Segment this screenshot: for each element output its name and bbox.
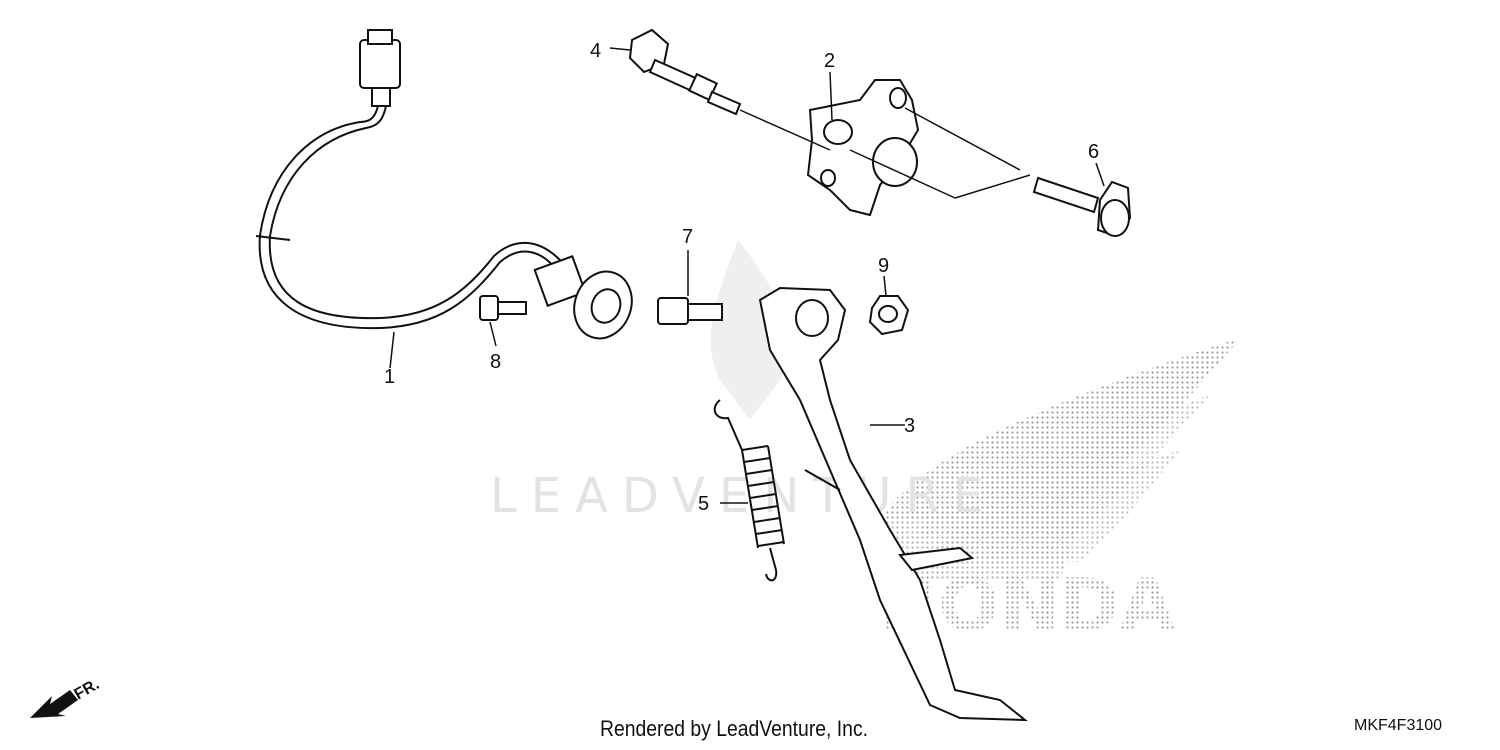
pivot-bolt (628, 28, 742, 116)
diagram-code: MKF4F3100 (1354, 717, 1443, 734)
stand-spring (713, 399, 785, 582)
callout-9: 9 (878, 255, 889, 277)
honda-wing-logo (880, 338, 1240, 580)
side-stand-switch-wire (255, 29, 633, 340)
flange-bolt (1032, 176, 1132, 238)
render-credit: Rendered by LeadVenture, Inc. (600, 716, 869, 741)
callout-2: 2 (824, 50, 835, 72)
switch-bracket (806, 79, 920, 217)
front-direction-arrow-icon (30, 690, 78, 718)
nut (868, 295, 910, 336)
stand-pivot-pin (657, 297, 723, 325)
callout-1: 1 (384, 366, 395, 388)
callout-5: 5 (698, 493, 709, 515)
callout-4: 4 (590, 40, 601, 62)
callout-8: 8 (490, 351, 501, 373)
leadventure-watermark-emblem (710, 240, 789, 420)
side-stand (758, 286, 1028, 722)
callout-7: 7 (682, 226, 693, 248)
leadventure-watermark: LEADVENTURE (490, 468, 997, 524)
callout-6: 6 (1088, 141, 1099, 163)
switch-bolt (479, 295, 527, 321)
leader-lines (389, 47, 1105, 504)
callout-3: 3 (904, 415, 915, 437)
